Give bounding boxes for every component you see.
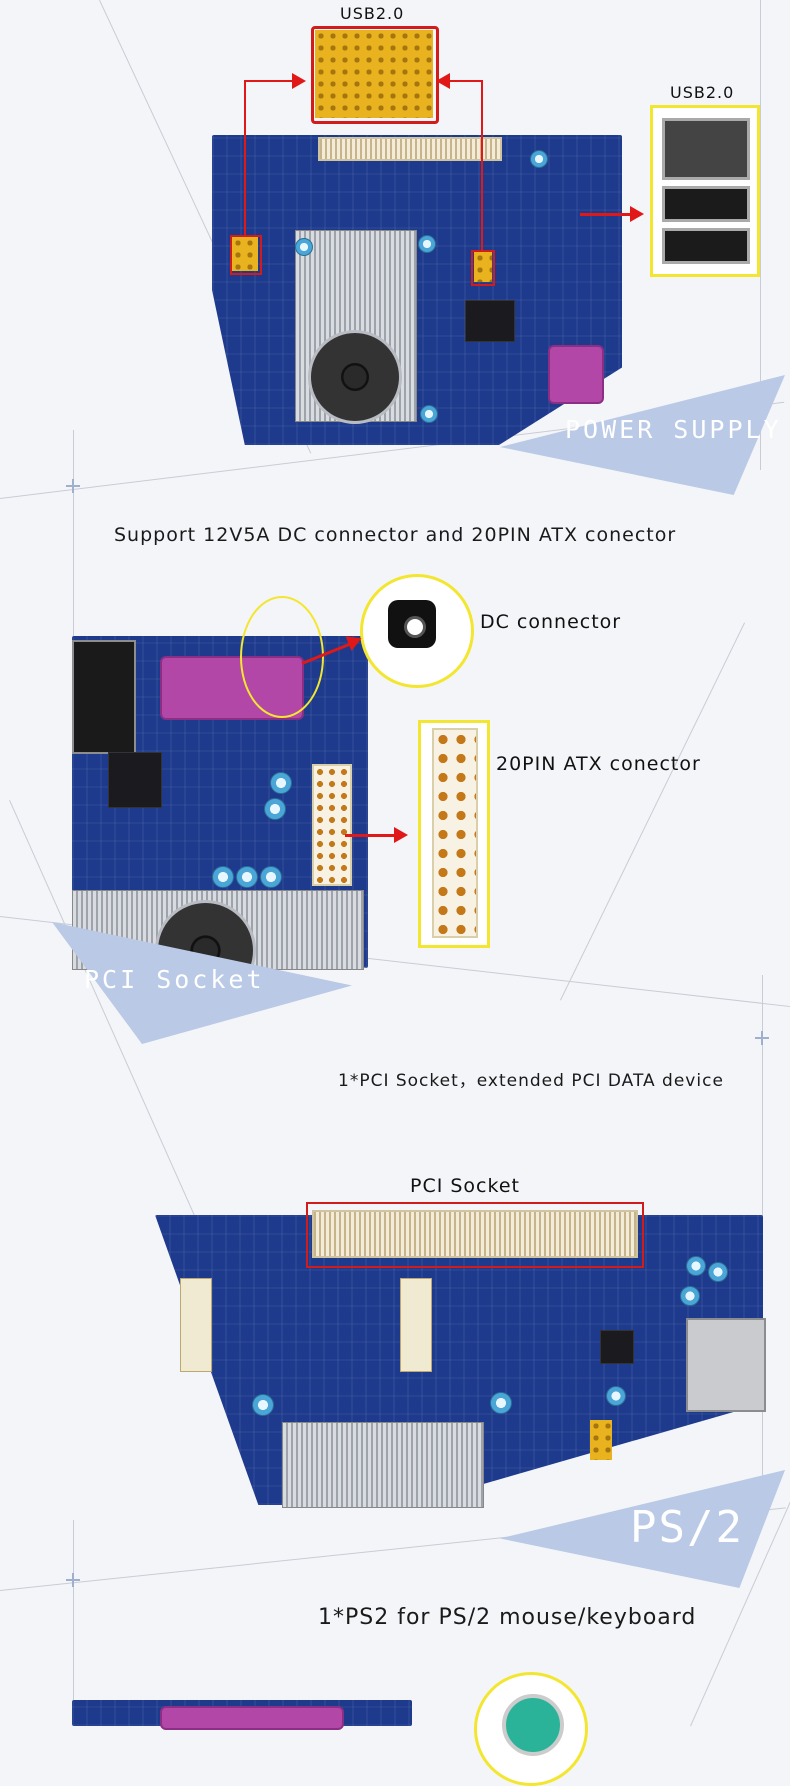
usb-header xyxy=(232,237,258,271)
capacitor xyxy=(295,238,313,256)
pci-banner-title: PCI Socket xyxy=(84,965,265,994)
vga-port xyxy=(72,640,136,754)
guide-line xyxy=(73,1520,74,1726)
ps2-caption: 1*PS2 for PS/2 mouse/keyboard xyxy=(318,1605,697,1630)
power-caption: Support 12V5A DC connector and 20PIN ATX… xyxy=(114,524,677,546)
capacitor xyxy=(686,1256,706,1276)
usb-header xyxy=(590,1420,612,1460)
power-banner-title: POWER SUPPLY xyxy=(565,415,782,444)
guide-line xyxy=(760,0,761,470)
ps2-port-icon xyxy=(502,1694,564,1756)
pci-slot xyxy=(318,137,502,161)
guide-line xyxy=(560,622,746,1001)
dc-highlight-ellipse xyxy=(240,596,324,718)
chipset xyxy=(600,1330,634,1364)
crosshair-mark xyxy=(66,479,80,493)
capacitor xyxy=(680,1286,700,1306)
heatsink xyxy=(282,1422,484,1508)
arrow-right-icon xyxy=(292,73,306,89)
ps2-banner-title: PS/2 xyxy=(630,1502,744,1553)
usb-port-icon xyxy=(662,228,750,264)
motherboard-image xyxy=(212,135,622,445)
parallel-port xyxy=(160,1706,344,1730)
capacitor xyxy=(264,798,286,820)
atx-connector-label: 20PIN ATX conector xyxy=(496,753,701,775)
dc-jack-hole xyxy=(404,616,426,638)
capacitor xyxy=(708,1262,728,1282)
rj45-port xyxy=(686,1318,766,1412)
callout-arrow xyxy=(580,213,635,216)
callout-arrow xyxy=(345,834,397,837)
arrow-left-icon xyxy=(436,73,450,89)
arrow-right-icon xyxy=(394,827,408,843)
capacitor xyxy=(252,1394,274,1416)
capacitor xyxy=(212,866,234,888)
callout-line xyxy=(244,80,246,237)
usb-header-highlight xyxy=(230,235,262,275)
atx-connector-onboard xyxy=(312,764,352,886)
callout-line xyxy=(481,80,483,252)
pci-slot xyxy=(312,1210,638,1258)
crosshair-mark xyxy=(755,1031,769,1045)
mini-pcie-slot xyxy=(400,1278,432,1372)
pci-slot-label: PCI Socket xyxy=(410,1175,520,1197)
callout-line xyxy=(448,80,483,82)
capacitor xyxy=(606,1386,626,1406)
chipset xyxy=(108,752,162,808)
callout-line xyxy=(244,80,294,82)
usb-top-label: USB2.0 xyxy=(340,4,405,23)
arrow-right-icon xyxy=(630,206,644,222)
chipset xyxy=(465,300,515,342)
usb-side-label: USB2.0 xyxy=(670,83,735,102)
capacitor xyxy=(420,405,438,423)
rj45-port-icon xyxy=(662,118,750,180)
usb-header-highlight xyxy=(471,250,495,286)
parallel-port xyxy=(548,345,604,404)
usb-pins-zoom xyxy=(315,30,433,118)
usb-port-icon xyxy=(662,186,750,222)
capacitor xyxy=(270,772,292,794)
capacitor xyxy=(530,150,548,168)
pci-slot-highlight xyxy=(306,1202,644,1268)
capacitor xyxy=(418,235,436,253)
mini-pcie-slot xyxy=(180,1278,212,1372)
pci-caption: 1*PCI Socket，extended PCI DATA device xyxy=(338,1071,724,1091)
capacitor xyxy=(236,866,258,888)
usb-pins-zoom-frame xyxy=(311,26,439,124)
cpu-fan xyxy=(308,330,402,424)
crosshair-mark xyxy=(66,1573,80,1587)
dc-connector-label: DC connector xyxy=(480,611,622,633)
capacitor xyxy=(260,866,282,888)
atx-connector-pins xyxy=(432,728,478,938)
capacitor xyxy=(490,1392,512,1414)
usb-header xyxy=(474,252,492,282)
